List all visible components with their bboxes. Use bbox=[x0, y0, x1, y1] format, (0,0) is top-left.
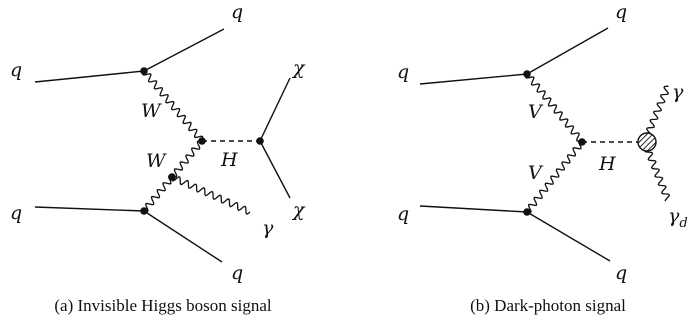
w-boson-a-top bbox=[142, 70, 204, 143]
label-a-photon: γ bbox=[262, 217, 274, 239]
label-b-photon: γ bbox=[672, 81, 684, 103]
chi-line-a-top bbox=[259, 77, 291, 142]
vertex-b-bottom bbox=[523, 208, 531, 216]
vertex-a-higgs bbox=[198, 137, 206, 145]
label-b-q-out-top: q bbox=[615, 1, 627, 23]
label-a-q-out-bottom: q bbox=[231, 262, 243, 284]
vertex-a-photon bbox=[168, 173, 176, 181]
label-b-v-top: V bbox=[528, 101, 544, 123]
caption-b: (b) Dark-photon signal bbox=[470, 296, 626, 315]
quark-line-a-out-top bbox=[143, 28, 225, 72]
chi-line-a-bottom bbox=[259, 140, 291, 199]
quark-line-b-out-top bbox=[526, 27, 609, 75]
label-a-w-bottom: W bbox=[146, 150, 167, 172]
label-b-dark-photon: γd bbox=[668, 205, 688, 231]
vertex-a-chi bbox=[256, 137, 264, 145]
label-a-q-in-bottom: q bbox=[10, 202, 22, 224]
label-b-q-out-bottom: q bbox=[615, 262, 627, 284]
quark-line-b-in-bottom bbox=[419, 205, 528, 213]
label-a-chi-bottom: χ bbox=[291, 199, 306, 221]
label-a-w-top: W bbox=[141, 100, 162, 122]
vertex-a-bottom bbox=[140, 207, 148, 215]
quark-line-b-in-top bbox=[419, 73, 528, 85]
quark-line-b-out-bottom bbox=[526, 211, 611, 262]
quark-line-a-in-top bbox=[34, 70, 145, 83]
quark-line-a-out-bottom bbox=[143, 210, 223, 263]
caption-a: (a) Invisible Higgs boson signal bbox=[54, 296, 271, 315]
effective-vertex-blob bbox=[637, 132, 657, 152]
label-a-chi-top: χ bbox=[291, 57, 306, 79]
photon-b bbox=[646, 85, 669, 137]
label-b-v-bottom: V bbox=[528, 162, 544, 184]
diagram-b: q q V V H γ γd q q bbox=[397, 1, 688, 284]
quark-line-a-in-bottom bbox=[34, 206, 145, 212]
v-boson-b-bottom bbox=[526, 140, 582, 214]
label-a-q-in-top: q bbox=[10, 59, 22, 81]
vertex-b-higgs bbox=[578, 138, 586, 146]
vertex-b-top bbox=[523, 70, 531, 78]
label-a-q-out-top: q bbox=[231, 1, 243, 23]
photon-a bbox=[171, 176, 251, 215]
vertex-a-top bbox=[140, 67, 148, 75]
v-boson-b-top bbox=[525, 73, 585, 142]
diagram-a: q q W W H χ χ γ q q bbox=[10, 1, 306, 284]
label-a-higgs: H bbox=[220, 149, 238, 171]
label-b-q-in-top: q bbox=[397, 61, 409, 83]
dark-photon-b bbox=[644, 147, 671, 202]
label-b-q-in-bottom: q bbox=[397, 203, 409, 225]
label-b-higgs: H bbox=[598, 153, 616, 175]
